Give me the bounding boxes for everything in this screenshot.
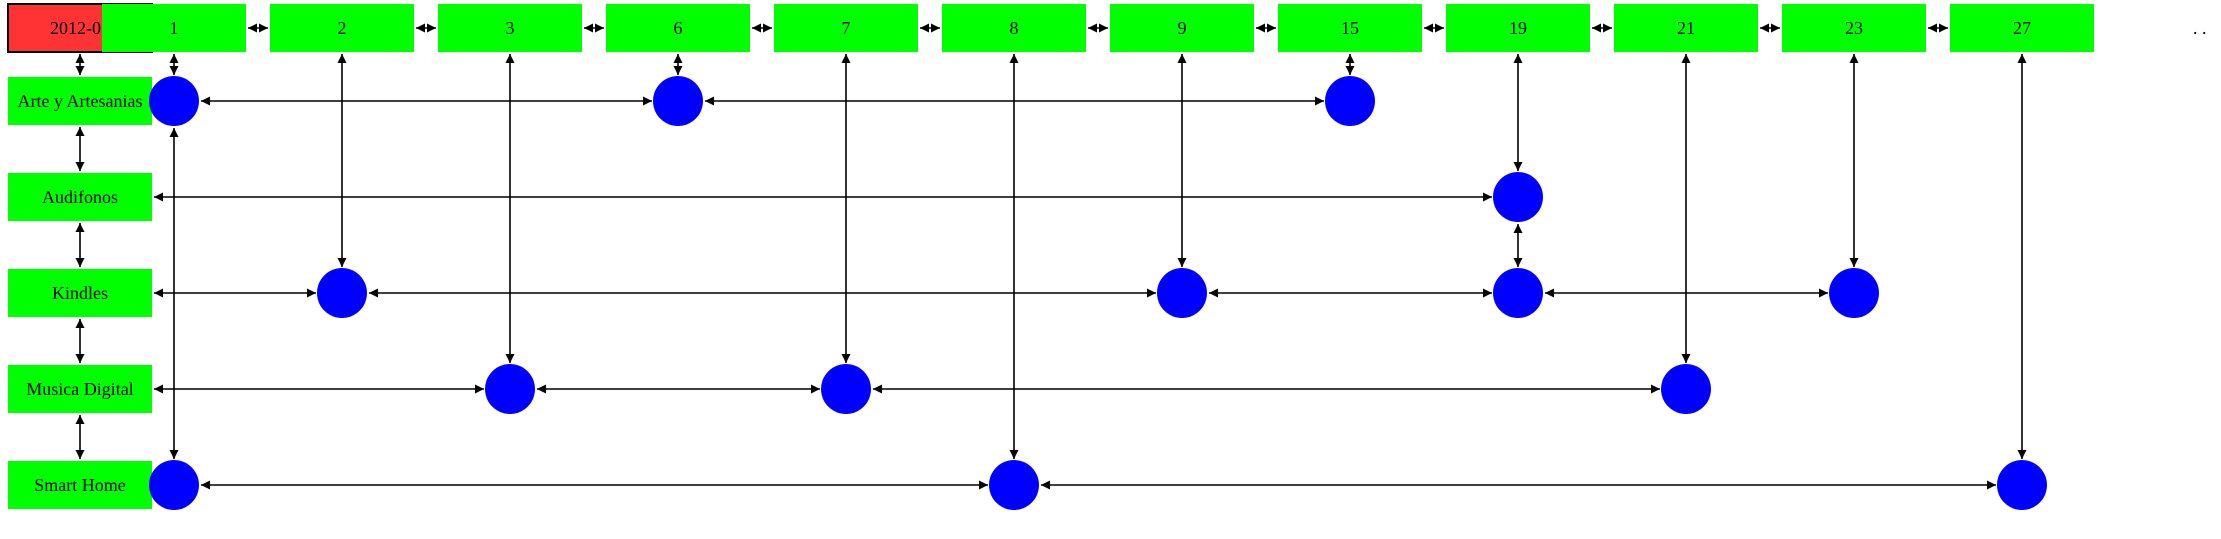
day-node-15-box — [1278, 4, 1422, 52]
month-node-label: 2012-05 — [50, 18, 110, 38]
day-node-6-box — [606, 4, 750, 52]
day-node-8-label: 8 — [1010, 18, 1019, 38]
day-node-23: 23 — [1782, 4, 1926, 52]
day-node-8: 8 — [942, 4, 1086, 52]
day-node-6-label: 6 — [674, 18, 683, 38]
dot-smart-home-day-27 — [1997, 460, 2047, 510]
dot-kindles-day-23 — [1829, 268, 1879, 318]
dot-smart-home-day-8 — [989, 460, 1039, 510]
day-node-23-box — [1782, 4, 1926, 52]
day-node-7: 7 — [774, 4, 918, 52]
dot-arte-y-artesanias-day-15 — [1325, 76, 1375, 126]
category-node-arte-y-artesanias-label: Arte y Artesanias — [18, 91, 143, 111]
category-node-kindles-box — [8, 269, 152, 317]
day-node-9: 9 — [1110, 4, 1254, 52]
day-node-2-box — [270, 4, 414, 52]
category-node-musica-digital-label: Musica Digital — [26, 379, 133, 399]
category-node-smart-home-label: Smart Home — [34, 475, 126, 495]
day-node-2: 2 — [270, 4, 414, 52]
category-node-musica-digital-box — [8, 365, 152, 413]
dot-musica-digital-day-3 — [485, 364, 535, 414]
category-node-kindles-label: Kindles — [52, 283, 108, 303]
dot-kindles-day-9 — [1157, 268, 1207, 318]
day-node-9-box — [1110, 4, 1254, 52]
category-node-kindles: Kindles — [8, 269, 152, 317]
day-node-1-box — [102, 4, 246, 52]
day-node-21: 21 — [1614, 4, 1758, 52]
day-node-9-label: 9 — [1178, 18, 1187, 38]
category-node-audifonos-box — [8, 173, 152, 221]
day-node-2-label: 2 — [338, 18, 347, 38]
day-node-1: 1 — [102, 4, 246, 52]
day-node-27: 27 — [1950, 4, 2094, 52]
day-node-3: 3 — [438, 4, 582, 52]
dot-musica-digital-day-21 — [1661, 364, 1711, 414]
more-days-ellipsis: . . — [2193, 18, 2207, 38]
day-node-27-label: 27 — [2013, 18, 2031, 38]
dot-kindles-day-2 — [317, 268, 367, 318]
day-node-15: 15 — [1278, 4, 1422, 52]
dot-smart-home-day-1 — [149, 460, 199, 510]
day-node-19-label: 19 — [1509, 18, 1527, 38]
dot-musica-digital-day-7 — [821, 364, 871, 414]
day-node-21-label: 21 — [1677, 18, 1695, 38]
edges-layer — [75, 23, 2027, 490]
day-node-19: 19 — [1446, 4, 1590, 52]
category-node-smart-home: Smart Home — [8, 461, 152, 509]
category-node-musica-digital: Musica Digital — [8, 365, 152, 413]
dot-audifonos-day-19 — [1493, 172, 1543, 222]
dot-arte-y-artesanias-day-1 — [149, 76, 199, 126]
category-node-smart-home-box — [8, 461, 152, 509]
dot-kindles-day-19 — [1493, 268, 1543, 318]
day-node-15-label: 15 — [1341, 18, 1359, 38]
day-node-23-label: 23 — [1845, 18, 1863, 38]
day-node-3-box — [438, 4, 582, 52]
day-node-27-box — [1950, 4, 2094, 52]
day-node-19-box — [1446, 4, 1590, 52]
category-node-audifonos: Audifonos — [8, 173, 152, 221]
category-node-arte-y-artesanias-box — [8, 77, 152, 125]
category-node-arte-y-artesanias: Arte y Artesanias — [8, 77, 152, 125]
dot-arte-y-artesanias-day-6 — [653, 76, 703, 126]
day-node-1-label: 1 — [170, 18, 179, 38]
day-node-8-box — [942, 4, 1086, 52]
day-node-6: 6 — [606, 4, 750, 52]
day-node-21-box — [1614, 4, 1758, 52]
day-node-7-box — [774, 4, 918, 52]
day-node-7-label: 7 — [842, 18, 851, 38]
day-node-3-label: 3 — [506, 18, 515, 38]
category-node-audifonos-label: Audifonos — [42, 187, 118, 207]
